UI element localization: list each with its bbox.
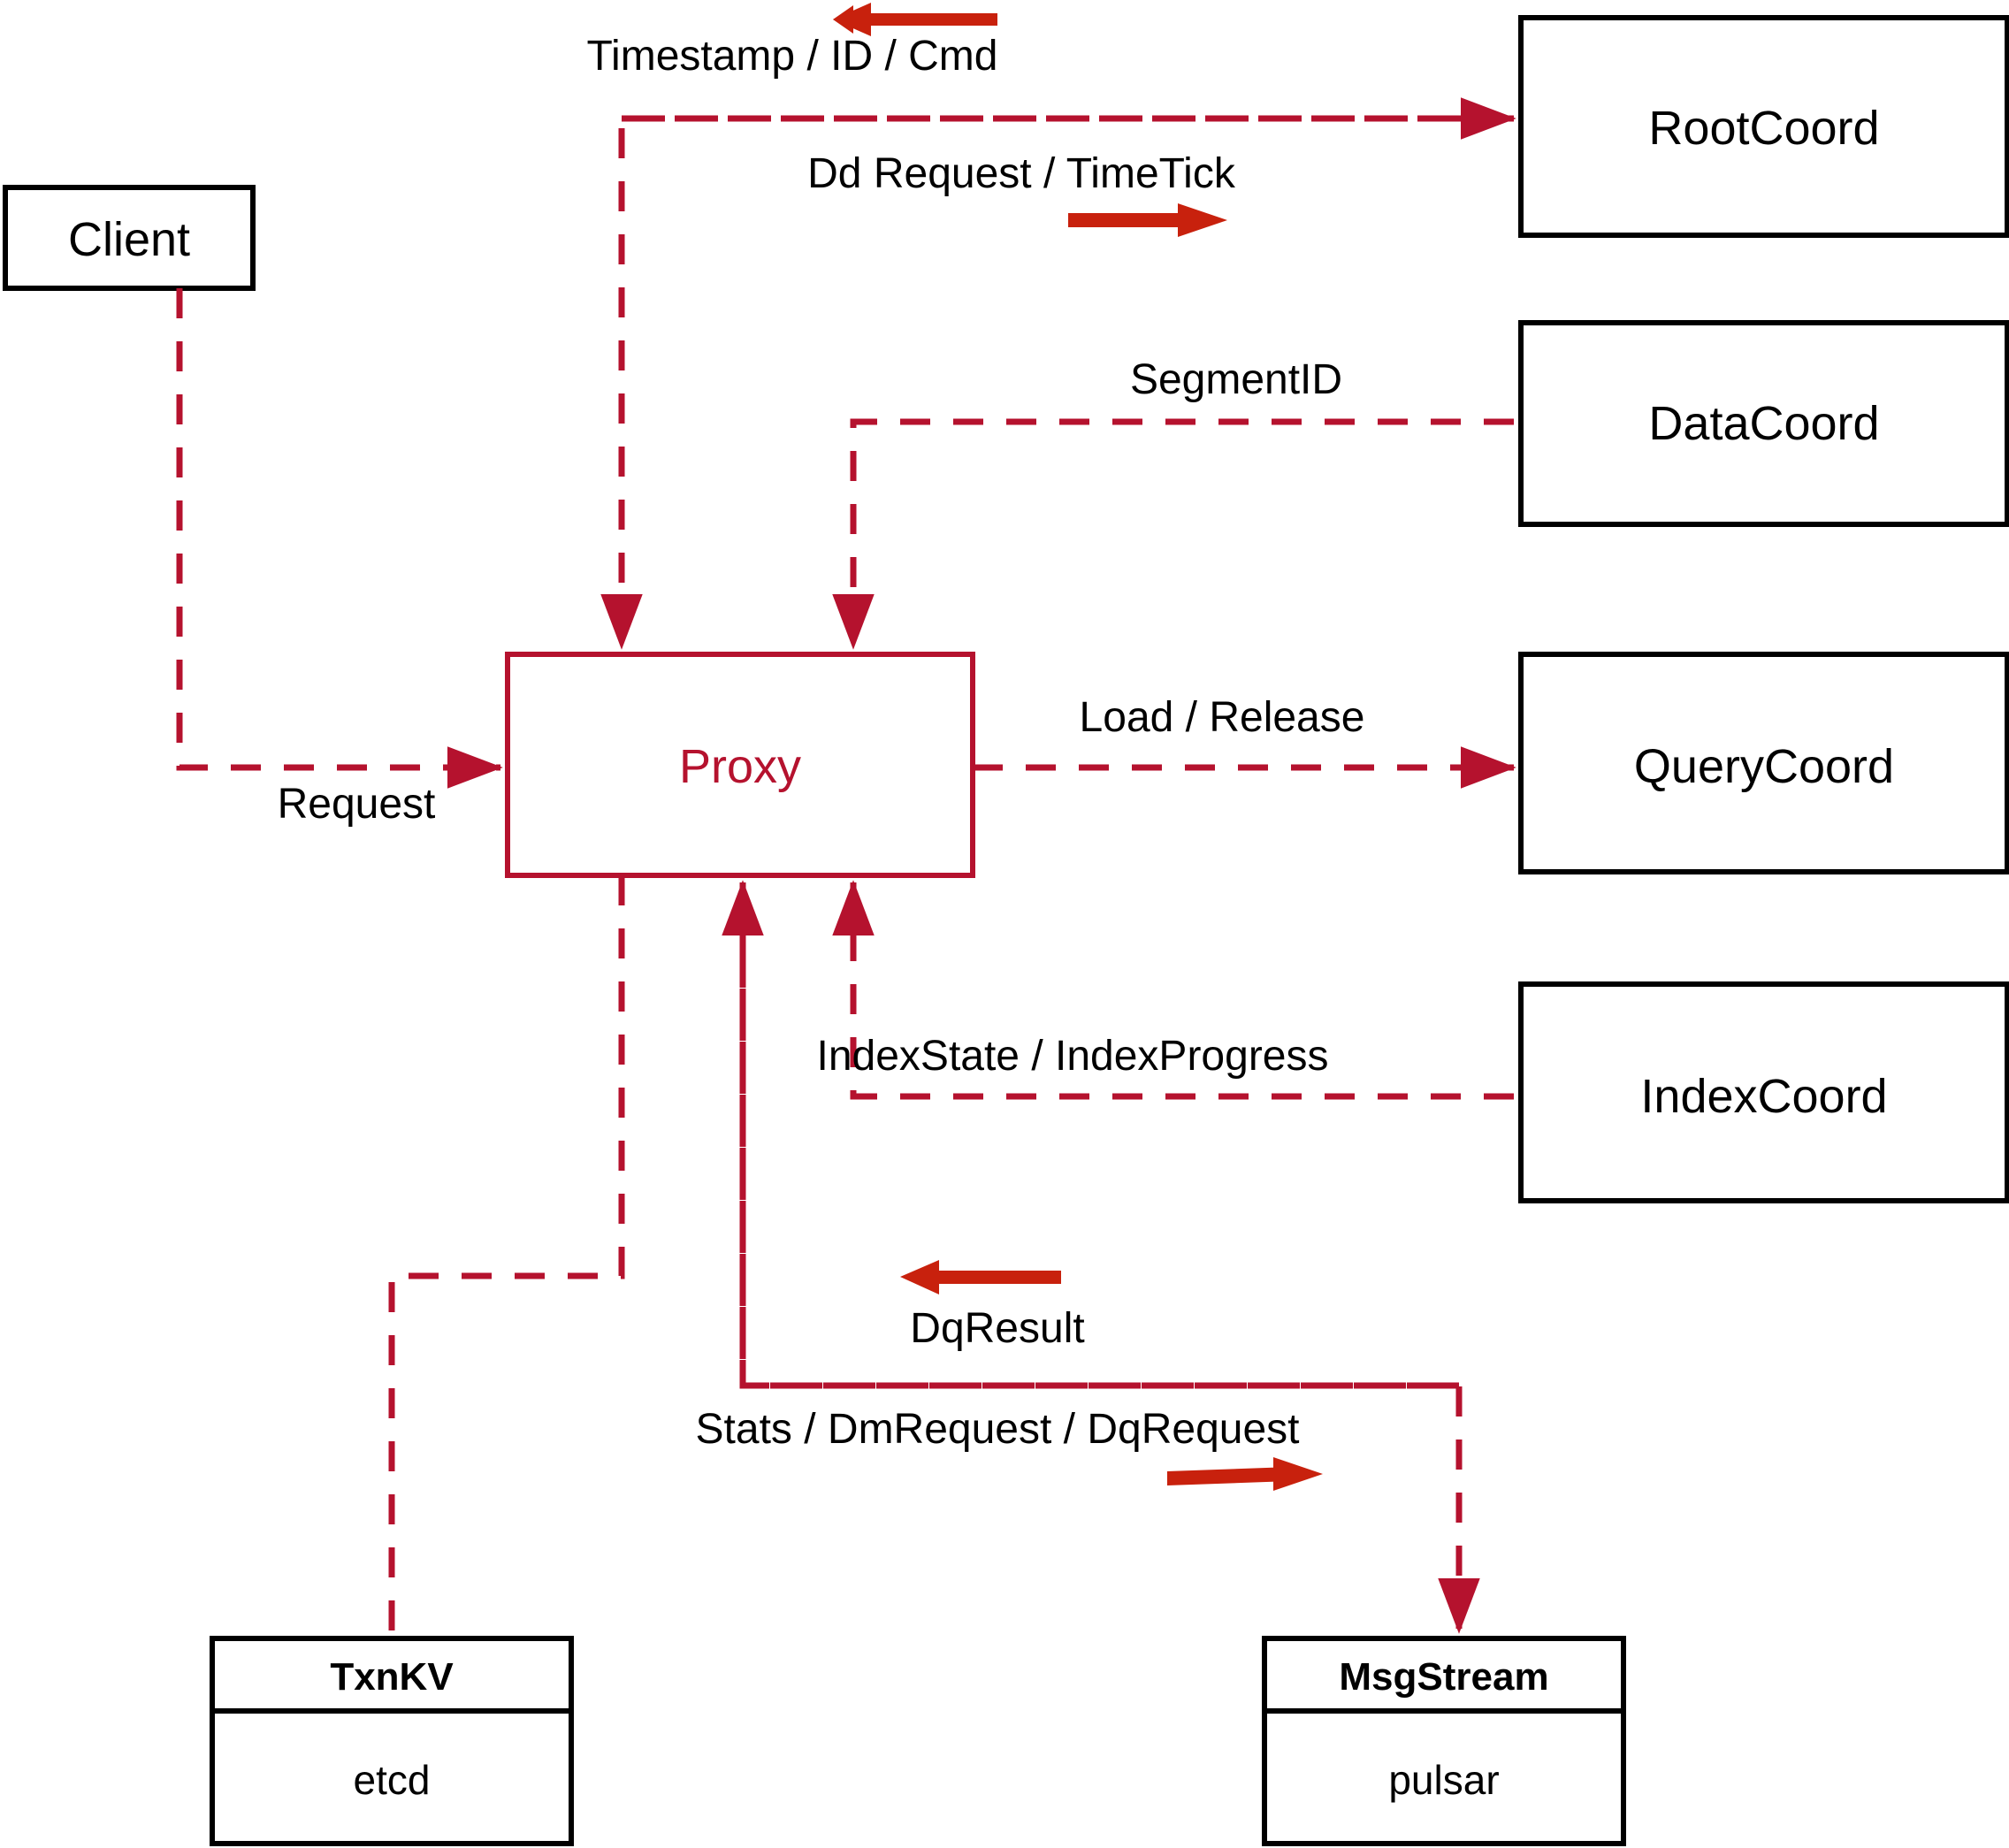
bold-arrow-ddrequest-right	[1068, 203, 1227, 237]
edge-label-load-release: Load / Release	[1080, 694, 1365, 741]
indexcoord-label: IndexCoord	[1640, 1070, 1887, 1123]
edge-indexcoord-proxy-path	[832, 880, 1514, 1100]
edge-datacoord-proxy	[832, 418, 1514, 650]
bold-arrow-stats-right	[1167, 1457, 1323, 1491]
edge-label-dd-request-timetick: Dd Request / TimeTick	[807, 150, 1236, 197]
node-query-coord[interactable]: QueryCoord	[1518, 652, 2009, 874]
datacoord-label: DataCoord	[1648, 397, 1879, 450]
rootcoord-label: RootCoord	[1648, 102, 1879, 155]
proxy-label: Proxy	[679, 740, 801, 793]
node-proxy[interactable]: Proxy	[505, 652, 975, 878]
edge-label-request: Request	[278, 781, 436, 828]
edge-indexcoord-proxy	[832, 880, 1514, 1100]
client-box	[3, 185, 256, 291]
edge-client-proxy	[176, 288, 503, 789]
edge-rootcoord-proxy-path	[600, 115, 1514, 650]
edge-proxy-txnkv-path	[388, 875, 625, 1638]
msgstream-impl: pulsar	[1388, 1757, 1499, 1803]
node-txnkv[interactable]: TxnKV etcd	[210, 1636, 574, 1846]
node-data-coord[interactable]: DataCoord	[1518, 320, 2009, 527]
rootcoord-box	[1518, 15, 2009, 238]
txnkv-impl: etcd	[354, 1757, 431, 1803]
datacoord-box	[1518, 320, 2009, 527]
edge-label-timestamp-id-cmd: Timestamp / ID / Cmd	[587, 33, 998, 80]
bold-arrow-dqresult-left	[900, 1260, 1061, 1294]
indexcoord-box	[1518, 981, 2009, 1203]
edge-label-indexstate-indexprogress: IndexState / IndexProgress	[817, 1033, 1329, 1080]
node-root-coord[interactable]: RootCoord	[1518, 15, 2009, 238]
node-index-coord[interactable]: IndexCoord	[1518, 981, 2009, 1203]
client-label: Client	[68, 213, 190, 266]
edge-label-dqresult: DqResult	[910, 1305, 1084, 1352]
edge-proxy-txnkv	[388, 875, 625, 1638]
edge-proxy-msgstream	[739, 882, 1480, 1634]
edge-client-proxy-path	[176, 288, 503, 789]
querycoord-label: QueryCoord	[1634, 740, 1894, 793]
txnkv-title: TxnKV	[330, 1655, 454, 1699]
edge-label-segmentid: SegmentID	[1130, 356, 1342, 403]
proxy-box	[505, 652, 975, 878]
txnkv-box	[210, 1636, 574, 1846]
node-client[interactable]: Client	[3, 185, 256, 291]
msgstream-box	[1262, 1636, 1626, 1846]
bold-arrow-timestamp-left	[833, 3, 997, 36]
edge-proxy-msgstream-path	[739, 882, 1480, 1634]
querycoord-box	[1518, 652, 2009, 874]
edge-rootcoord-proxy	[600, 115, 1514, 650]
node-msgstream[interactable]: MsgStream pulsar	[1262, 1636, 1626, 1846]
edge-datacoord-proxy-path	[832, 418, 1514, 650]
edge-label-stats-dmrequest-dqrequest: Stats / DmRequest / DqRequest	[696, 1406, 1300, 1453]
msgstream-title: MsgStream	[1339, 1655, 1548, 1699]
